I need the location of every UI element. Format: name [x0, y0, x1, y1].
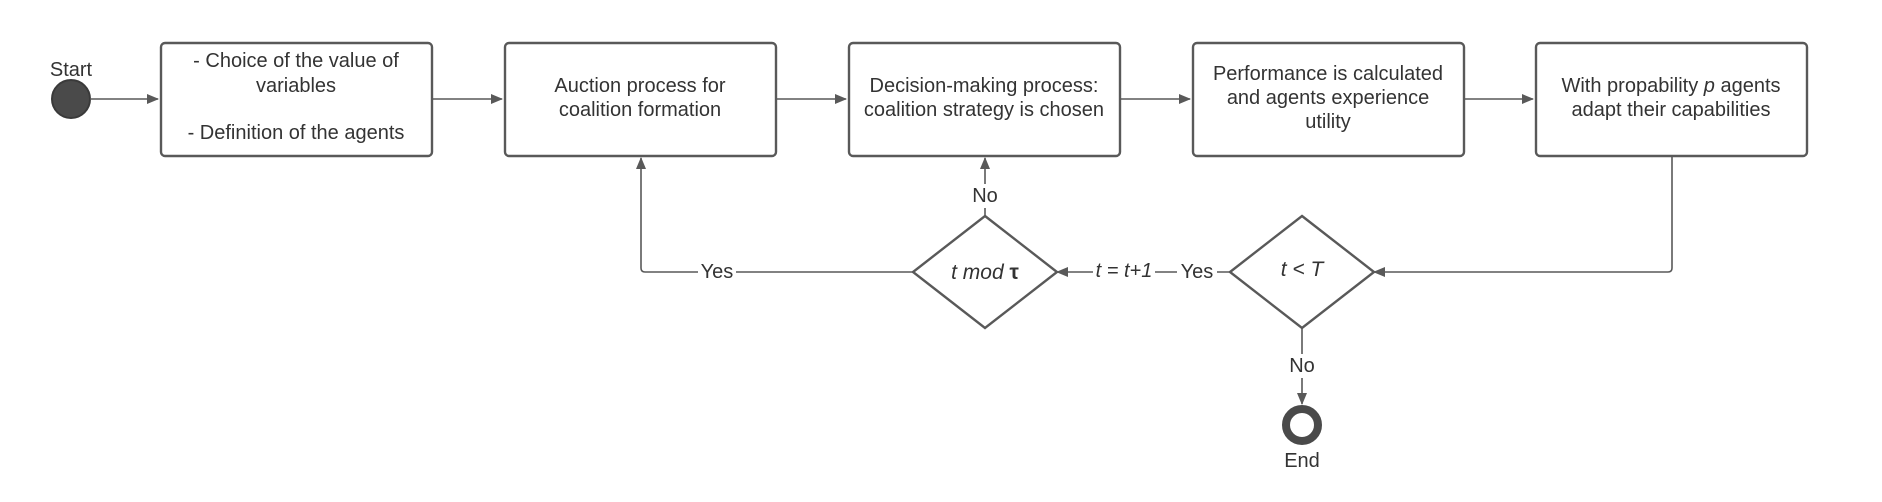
start-node [51, 79, 91, 119]
yes-right-label: Yes [1181, 261, 1214, 283]
no-up-label: No [972, 185, 998, 207]
performance-box-line3: utility [1305, 111, 1351, 133]
end-label: End [1284, 450, 1320, 472]
yes-left-label: Yes [701, 261, 734, 283]
init-box-line1: - Choice of the value of [193, 50, 399, 72]
decision-box-line2: coalition strategy is chosen [864, 99, 1104, 121]
no-down-bg [1285, 354, 1319, 378]
auction-box: Auction process for coalition formation [503, 41, 778, 158]
performance-box-line2: and agents experience [1227, 87, 1429, 109]
no-down-label: No [1289, 355, 1315, 377]
adapt-box-line2: adapt their capabilities [1571, 99, 1770, 121]
init-box: - Choice of the value of variables - Def… [159, 41, 434, 158]
auction-box-line2: coalition formation [559, 99, 721, 121]
auction-box-line1: Auction process for [554, 75, 726, 97]
decision-box: Decision-making process: coalition strat… [847, 41, 1122, 158]
edge-tmod-to-auction [636, 157, 913, 273]
adapt-box-line1: With propability p agents [1561, 75, 1780, 97]
tmod-label: t mod τ [951, 261, 1019, 284]
no-up-bg [969, 184, 1001, 208]
tmod-diamond: t mod τ [911, 214, 1059, 330]
edge-adapt-to-tlt [1373, 156, 1673, 277]
end-node [1282, 405, 1322, 445]
decision-box-line1: Decision-making process: [870, 75, 1099, 97]
adapt-box: With propability p agents adapt their ca… [1534, 41, 1809, 158]
t-update-bg [1093, 259, 1155, 285]
performance-box-line1: Performance is calculated [1213, 63, 1443, 85]
init-box-line3: - Definition of the agents [188, 122, 405, 144]
yes-left-bg [698, 259, 736, 285]
start-label: Start [50, 59, 93, 81]
t-update-label: t = t+1 [1096, 260, 1153, 282]
tlt-diamond: t < T [1228, 214, 1376, 330]
tlt-label: t < T [1281, 258, 1326, 281]
init-box-line2: variables [256, 75, 336, 97]
yes-right-bg [1177, 259, 1217, 285]
performance-box: Performance is calculated and agents exp… [1191, 41, 1466, 158]
